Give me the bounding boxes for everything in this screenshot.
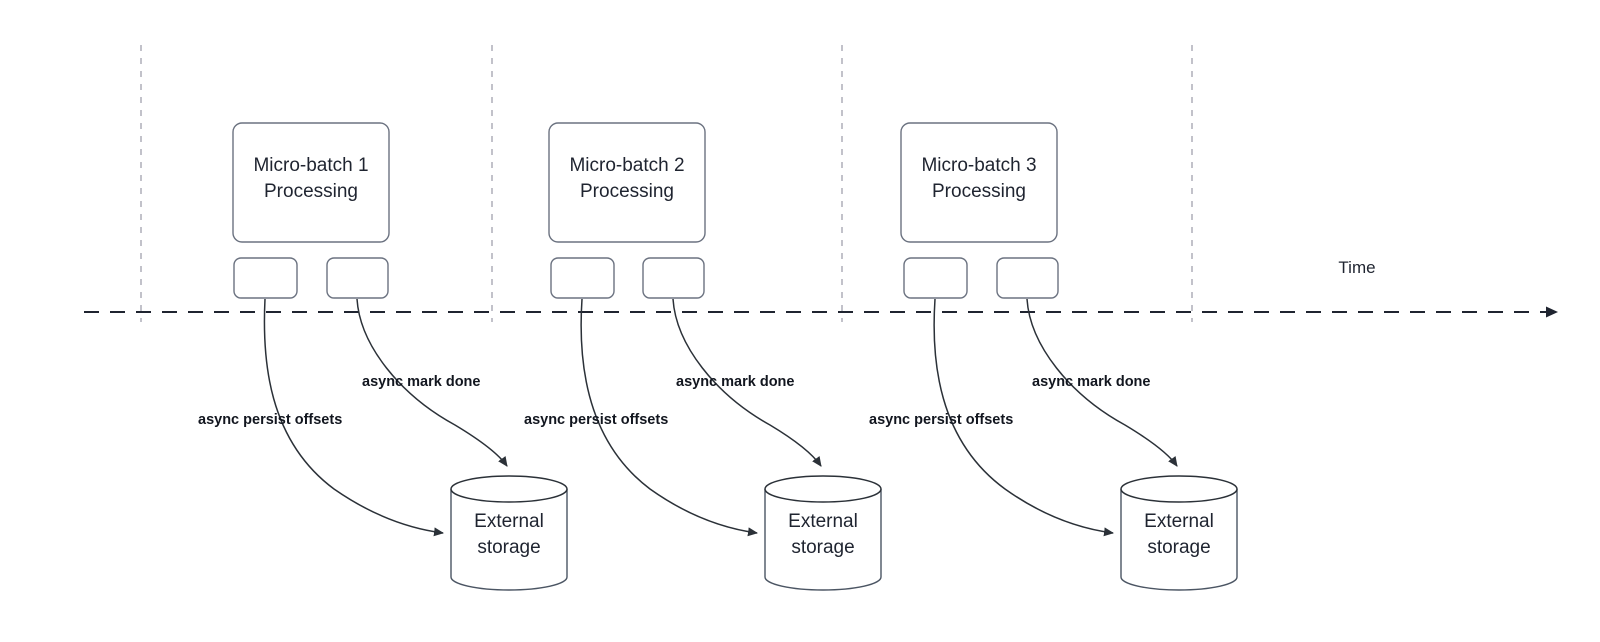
micro-batch-1-mark-done-label: async mark done: [362, 374, 480, 390]
micro-batch-3-persist-offsets-arrow: [933, 298, 1114, 537]
micro-batch-2-mark-task-box[interactable]: [642, 257, 705, 299]
external-storage-2-line2: storage: [791, 537, 854, 558]
micro-batch-2-box[interactable]: [548, 122, 706, 243]
micro-batch-2-mark-done-arrow: [672, 298, 822, 467]
micro-batch-3-mark-done-arrow: [1026, 298, 1178, 467]
external-storage-3-line2: storage: [1147, 537, 1210, 558]
external-storage-1-line2: storage: [477, 537, 540, 558]
batch-group-1: Micro-batch 1 Processing async persist o…: [198, 122, 568, 591]
micro-batch-1-title-line1: Micro-batch 1: [253, 155, 368, 176]
micro-batch-3-title-line2: Processing: [932, 181, 1026, 202]
batch-group-2: Micro-batch 2 Processing async persist o…: [524, 122, 882, 591]
external-storage-2[interactable]: External storage: [764, 475, 882, 591]
external-storage-3[interactable]: External storage: [1120, 475, 1238, 591]
external-storage-2-line1: External: [788, 511, 858, 532]
micro-batch-2-mark-done-label: async mark done: [676, 374, 794, 390]
micro-batch-3-box[interactable]: [900, 122, 1058, 243]
external-storage-3-line1: External: [1144, 511, 1214, 532]
micro-batch-1-box[interactable]: [232, 122, 390, 243]
external-storage-1[interactable]: External storage: [450, 475, 568, 591]
micro-batch-2-persist-offsets-arrow: [580, 298, 758, 537]
micro-batch-3-persist-task-box[interactable]: [903, 257, 968, 299]
micro-batch-2-title-line2: Processing: [580, 181, 674, 202]
micro-batch-2-title-line1: Micro-batch 2: [569, 155, 684, 176]
micro-batch-1-title-line2: Processing: [264, 181, 358, 202]
micro-batch-1-mark-task-box[interactable]: [326, 257, 389, 299]
micro-batch-1-mark-done-arrow: [356, 298, 508, 467]
micro-batch-1-persist-task-box[interactable]: [233, 257, 298, 299]
time-axis-label: Time: [1338, 258, 1375, 277]
micro-batch-3-mark-task-box[interactable]: [996, 257, 1059, 299]
batch-group-3: Micro-batch 3 Processing async persist o…: [869, 122, 1238, 591]
micro-batch-3-title-line1: Micro-batch 3: [921, 155, 1036, 176]
micro-batch-1-persist-offsets-arrow: [263, 298, 444, 537]
micro-batch-1-persist-offsets-label: async persist offsets: [198, 412, 342, 428]
micro-batch-2-persist-offsets-label: async persist offsets: [524, 412, 668, 428]
micro-batch-3-persist-offsets-label: async persist offsets: [869, 412, 1013, 428]
micro-batch-2-persist-task-box[interactable]: [550, 257, 615, 299]
micro-batch-3-mark-done-label: async mark done: [1032, 374, 1150, 390]
external-storage-1-line1: External: [474, 511, 544, 532]
